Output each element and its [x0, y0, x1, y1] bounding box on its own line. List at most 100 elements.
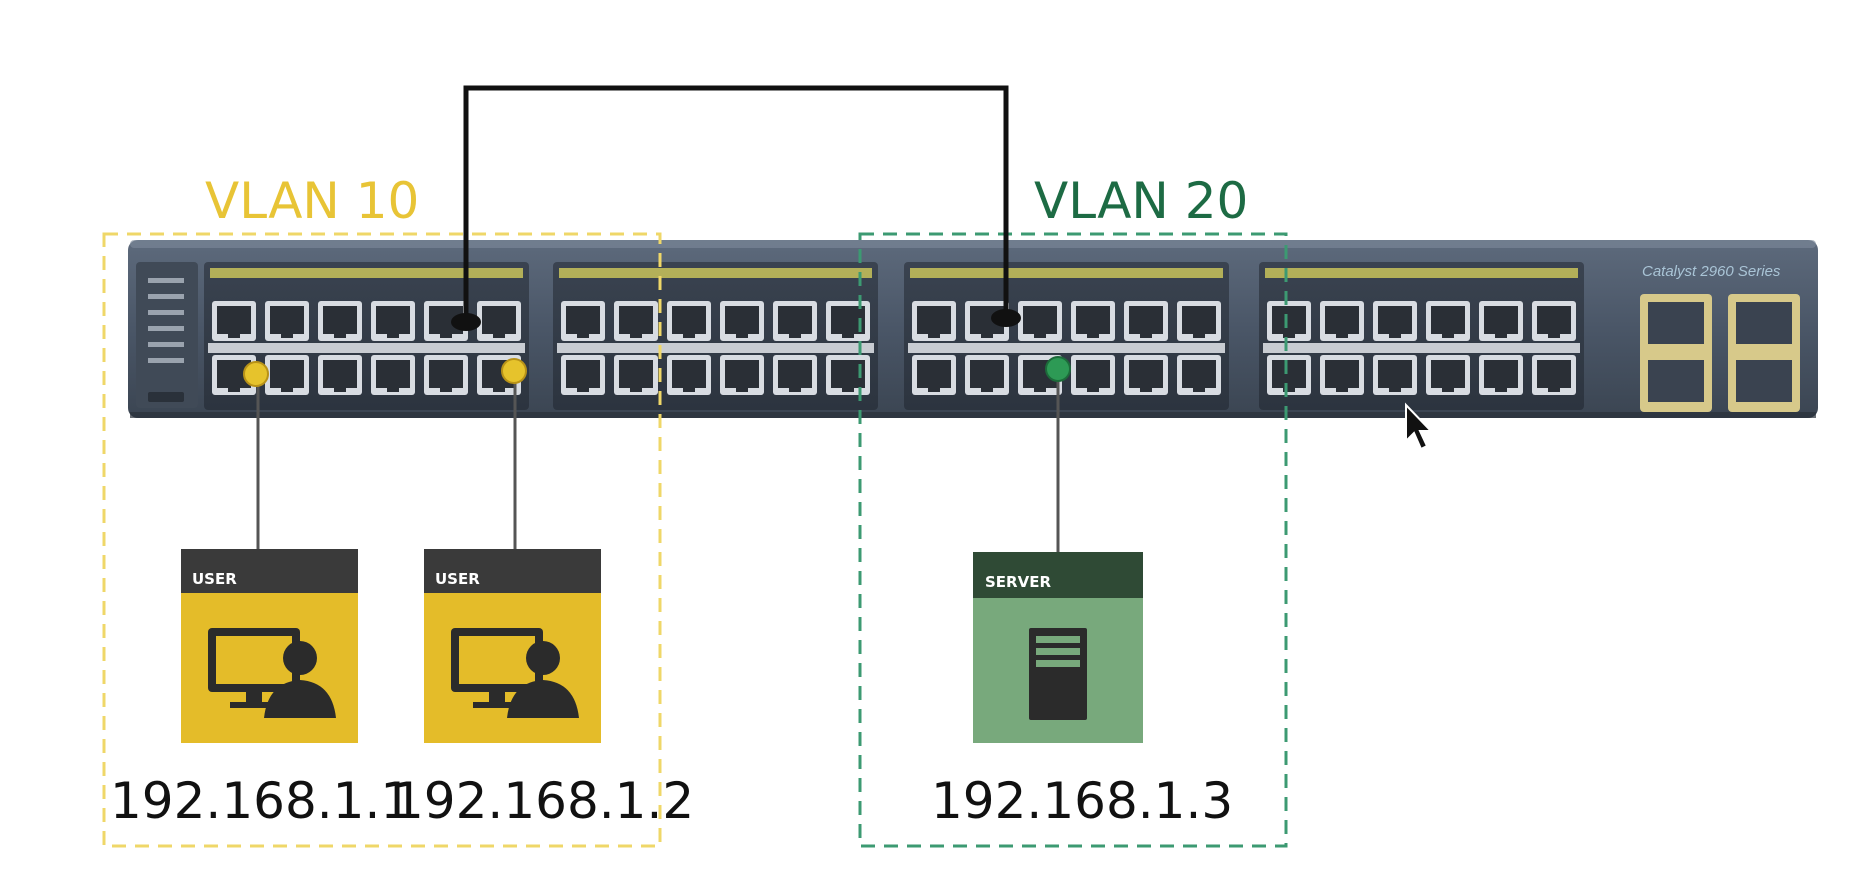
ethernet-port-latch [387, 386, 399, 392]
ethernet-port-latch [789, 386, 801, 392]
port-led-strip [910, 268, 1223, 278]
ethernet-port-latch [981, 332, 993, 338]
port-led-strip [1265, 268, 1578, 278]
ethernet-port-socket [778, 360, 812, 388]
ethernet-port-socket [217, 306, 251, 334]
ethernet-port-socket [1129, 360, 1163, 388]
vlan-10-label: VLAN 10 [205, 172, 419, 230]
ethernet-port-latch [630, 386, 642, 392]
monitor-user-icon [208, 628, 336, 718]
port-row-divider [557, 343, 874, 353]
ethernet-port-latch [1495, 332, 1507, 338]
ethernet-port-latch [1034, 386, 1046, 392]
device-type-label: SERVER [985, 573, 1051, 591]
ethernet-port-latch [1548, 386, 1560, 392]
ethernet-port-socket [1272, 306, 1306, 334]
ethernet-port-latch [1548, 332, 1560, 338]
ethernet-port-socket [1023, 306, 1057, 334]
ethernet-port-socket [1076, 306, 1110, 334]
ethernet-port-latch [842, 386, 854, 392]
ethernet-port-latch [1442, 332, 1454, 338]
ethernet-port-latch [228, 386, 240, 392]
device-type-label: USER [435, 570, 480, 588]
ethernet-port-latch [387, 332, 399, 338]
ethernet-port-latch [281, 386, 293, 392]
port-row-divider [208, 343, 525, 353]
ethernet-port-latch [842, 332, 854, 338]
cable-plug-left [451, 313, 481, 331]
ethernet-port-socket [376, 306, 410, 334]
device-card-user-1: USER [181, 549, 358, 743]
ethernet-port-socket [725, 306, 759, 334]
server-icon [1029, 628, 1087, 720]
switch: Catalyst 2960 Series [128, 240, 1818, 418]
switch-status-panel [136, 262, 198, 408]
status-led [148, 342, 184, 347]
ethernet-port-socket [376, 360, 410, 388]
ethernet-port-latch [440, 332, 452, 338]
ethernet-port-socket [1076, 360, 1110, 388]
ethernet-port-latch [683, 332, 695, 338]
ethernet-port-latch [736, 386, 748, 392]
ethernet-port-latch [1389, 386, 1401, 392]
port-marker-user-2 [501, 358, 527, 384]
ethernet-port-socket [566, 360, 600, 388]
ethernet-port-socket [1272, 360, 1306, 388]
ethernet-port-latch [981, 386, 993, 392]
vlan-20-region [858, 232, 1288, 848]
ethernet-port-socket [1484, 360, 1518, 388]
status-led [148, 278, 184, 283]
ip-label-server: 192.168.1.3 [931, 772, 1233, 830]
ethernet-port-socket [1484, 306, 1518, 334]
ethernet-port-socket [1537, 360, 1571, 388]
sfp-slot [1648, 302, 1704, 344]
ethernet-port-socket [323, 306, 357, 334]
vlan-10-region [102, 232, 662, 848]
ethernet-port-latch [334, 386, 346, 392]
port-row-divider [1263, 343, 1580, 353]
status-led [148, 294, 184, 299]
status-led [148, 358, 184, 363]
status-led [148, 326, 184, 331]
ethernet-port-latch [493, 332, 505, 338]
uplink-port [1736, 360, 1792, 402]
port-marker-server [1045, 356, 1071, 382]
ethernet-port-latch [334, 332, 346, 338]
port-led-strip [559, 268, 872, 278]
ethernet-port-socket [1378, 306, 1412, 334]
ethernet-port-latch [1389, 332, 1401, 338]
uplink-modules [1640, 294, 1800, 412]
port-led-strip [210, 268, 523, 278]
port-blocks [204, 262, 1584, 410]
ethernet-port-latch [1336, 386, 1348, 392]
ethernet-port-socket [917, 360, 951, 388]
ethernet-port-latch [228, 332, 240, 338]
ethernet-port-socket [1129, 306, 1163, 334]
switch-bottom-edge [130, 412, 1816, 418]
sfp-slot [1736, 302, 1792, 344]
ethernet-port-latch [1495, 386, 1507, 392]
ethernet-port-socket [672, 306, 706, 334]
ethernet-port-latch [928, 332, 940, 338]
ip-label-user-1: 192.168.1.1 [110, 772, 412, 830]
device-type-label: USER [192, 570, 237, 588]
ethernet-port-latch [1283, 332, 1295, 338]
monitor-user-icon [451, 628, 579, 718]
ethernet-port-socket [1325, 306, 1359, 334]
ethernet-port-socket [566, 306, 600, 334]
switch-top-edge [130, 240, 1816, 248]
device-card-user-2: USER [424, 549, 601, 743]
ethernet-port-latch [281, 332, 293, 338]
ethernet-port-latch [577, 332, 589, 338]
ethernet-port-latch [1193, 332, 1205, 338]
ethernet-port-latch [789, 332, 801, 338]
ethernet-port-latch [1140, 386, 1152, 392]
ethernet-port-socket [1431, 360, 1465, 388]
ethernet-port-latch [683, 386, 695, 392]
ethernet-port-socket [1378, 360, 1412, 388]
ethernet-port-latch [1442, 386, 1454, 392]
ethernet-port-latch [630, 332, 642, 338]
ethernet-port-socket [1182, 306, 1216, 334]
ethernet-port-socket [482, 306, 516, 334]
